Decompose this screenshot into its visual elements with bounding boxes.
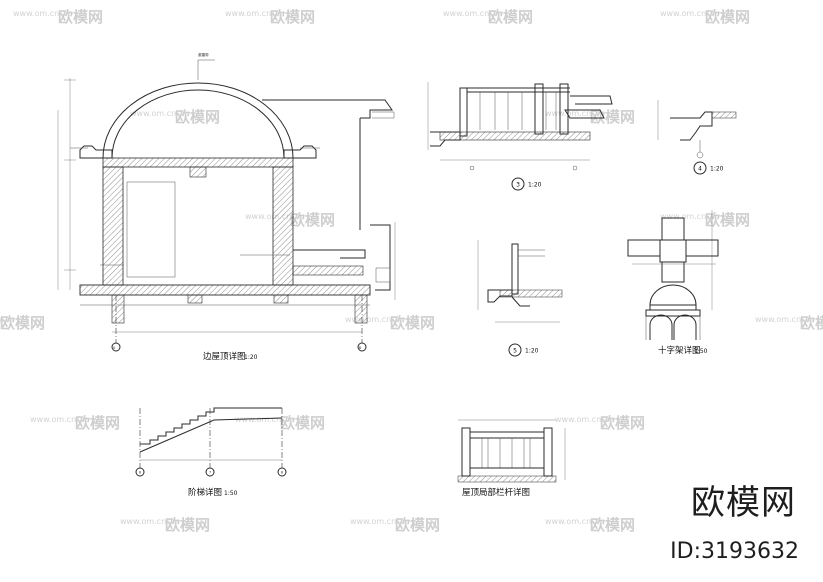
railing-detail-drawing: [457, 419, 566, 483]
watermark-brand: 欧模网: [600, 414, 645, 432]
stair-axis-6: 6: [139, 471, 142, 475]
watermark-brand: 欧模网: [0, 314, 45, 332]
watermark-url: www.om.cn: [0, 315, 1, 324]
watermark-brand: 欧模网: [705, 8, 750, 26]
watermark-brand: 欧模网: [390, 314, 435, 332]
railing-detail-title: 屋顶局部栏杆详图: [462, 487, 530, 498]
brand-logo: 欧模网: [691, 483, 796, 523]
stair-detail-title: 阶梯详图: [188, 487, 222, 498]
detail-5-marker: 5: [513, 348, 517, 355]
stair-axis-8: 8: [281, 471, 284, 475]
watermark-brand: 欧模网: [75, 414, 120, 432]
watermark-url: www.om.cn: [225, 9, 271, 18]
watermark-url: www.om.cn: [30, 415, 76, 424]
stair-detail-drawing: [135, 407, 287, 477]
detail-4-marker: 4: [698, 166, 702, 173]
watermark-url: www.om.cn: [660, 212, 706, 221]
main-section-drawing: [57, 59, 396, 352]
watermark-url: www.om.cn: [755, 315, 801, 324]
watermark-brand: 欧模网: [58, 8, 103, 26]
watermark-url: www.om.cn: [245, 212, 291, 221]
watermark-brand: 欧模网: [175, 108, 220, 126]
axis-label-main-a: A: [113, 346, 116, 350]
detail-5-drawing: [477, 240, 563, 357]
watermark-brand: 欧模网: [590, 516, 635, 534]
cross-detail-title: 十字架详图: [658, 345, 701, 356]
watermark-brand: 欧模网: [270, 8, 315, 26]
watermark-url: www.om.cn: [130, 109, 176, 118]
dome-top-annotation: 避雷带: [198, 52, 209, 57]
detail-3-scale: 1:20: [528, 182, 542, 189]
detail-4-drawing: [657, 100, 737, 175]
watermark-url: www.om.cn: [13, 9, 59, 18]
detail-5-scale: 1:20: [525, 348, 539, 355]
watermark-brand: 欧模网: [488, 8, 533, 26]
axis-label-main-b: B: [359, 346, 362, 350]
detail-3-marker: 3: [516, 182, 520, 189]
watermark-brand: 欧模网: [280, 414, 325, 432]
model-id: ID:3193632: [670, 539, 799, 564]
cross-detail-scale: 1:50: [694, 348, 708, 355]
watermark-url: www.om.cn: [120, 517, 166, 526]
watermark-url: www.om.cn: [345, 315, 391, 324]
watermark-url: www.om.cn: [660, 9, 706, 18]
watermark-brand: 欧模网: [800, 314, 823, 332]
watermark-url: www.om.cn: [555, 415, 601, 424]
watermark-url: www.om.cn: [545, 517, 591, 526]
main-section-scale: 1:20: [244, 354, 258, 361]
stair-axis-7: 7: [209, 471, 211, 475]
watermark-url: www.om.cn: [350, 517, 396, 526]
watermark-brand: 欧模网: [395, 516, 440, 534]
main-section-title: 边屋顶详图: [203, 351, 246, 362]
detail-4-scale: 1:20: [710, 166, 724, 173]
watermark-url: www.om.cn: [443, 9, 489, 18]
cross-detail-drawing: [627, 210, 719, 340]
watermark-brand: 欧模网: [165, 516, 210, 534]
watermark-brand: 欧模网: [705, 211, 750, 229]
watermark-url: www.om.cn: [235, 415, 281, 424]
detail-3-drawing: [427, 82, 613, 191]
stair-detail-scale: 1:50: [224, 490, 238, 497]
watermark-brand: 欧模网: [290, 211, 335, 229]
